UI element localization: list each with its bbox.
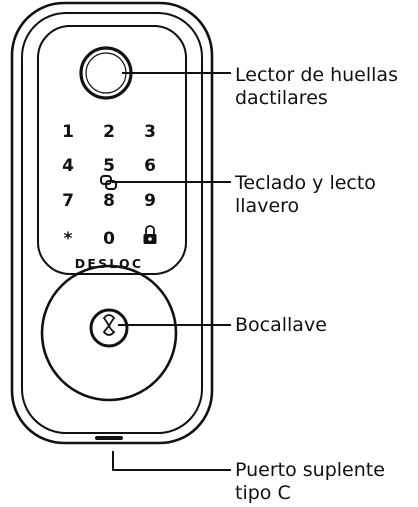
lock-inner-body [21, 12, 203, 434]
label-keyhole-line1: Bocallave [235, 314, 327, 336]
usb-c-port [95, 436, 123, 440]
keypad-panel [37, 25, 187, 275]
knob-outer [40, 264, 178, 402]
key-3[interactable]: 3 [144, 122, 156, 142]
key-1[interactable]: 1 [62, 122, 74, 142]
callout-line-usb [112, 451, 231, 471]
key-7[interactable]: 7 [62, 191, 74, 211]
brand-logo: DESLOC [75, 256, 143, 271]
label-keypad-line1: Teclado y lecto [235, 172, 376, 194]
keyhole-icon [89, 308, 129, 348]
label-fingerprint: Lector de huellas dactilares [235, 64, 398, 110]
key-8[interactable]: 8 [103, 191, 115, 211]
label-fingerprint-line1: Lector de huellas [235, 64, 398, 86]
key-9[interactable]: 9 [144, 191, 156, 211]
label-fingerprint-line2: dactilares [235, 87, 328, 109]
label-usb-port: Puerto suplente tipo C [235, 459, 385, 505]
key-2[interactable]: 2 [103, 122, 115, 142]
key-6[interactable]: 6 [144, 156, 156, 176]
label-keyhole: Bocallave [235, 314, 327, 337]
key-0[interactable]: 0 [103, 229, 115, 249]
label-keypad: Teclado y lecto llavero [235, 172, 376, 218]
padlock-icon[interactable] [143, 225, 157, 244]
key-5[interactable]: 5 [103, 156, 115, 176]
key-4[interactable]: 4 [62, 156, 74, 176]
label-usb-port-line1: Puerto suplente [235, 459, 385, 481]
label-keypad-line2: llavero [235, 195, 300, 217]
key-star[interactable]: * [64, 229, 73, 249]
lock-outer-body [10, 1, 214, 445]
label-usb-port-line2: tipo C [235, 482, 291, 504]
card-reader-icon [100, 175, 117, 190]
